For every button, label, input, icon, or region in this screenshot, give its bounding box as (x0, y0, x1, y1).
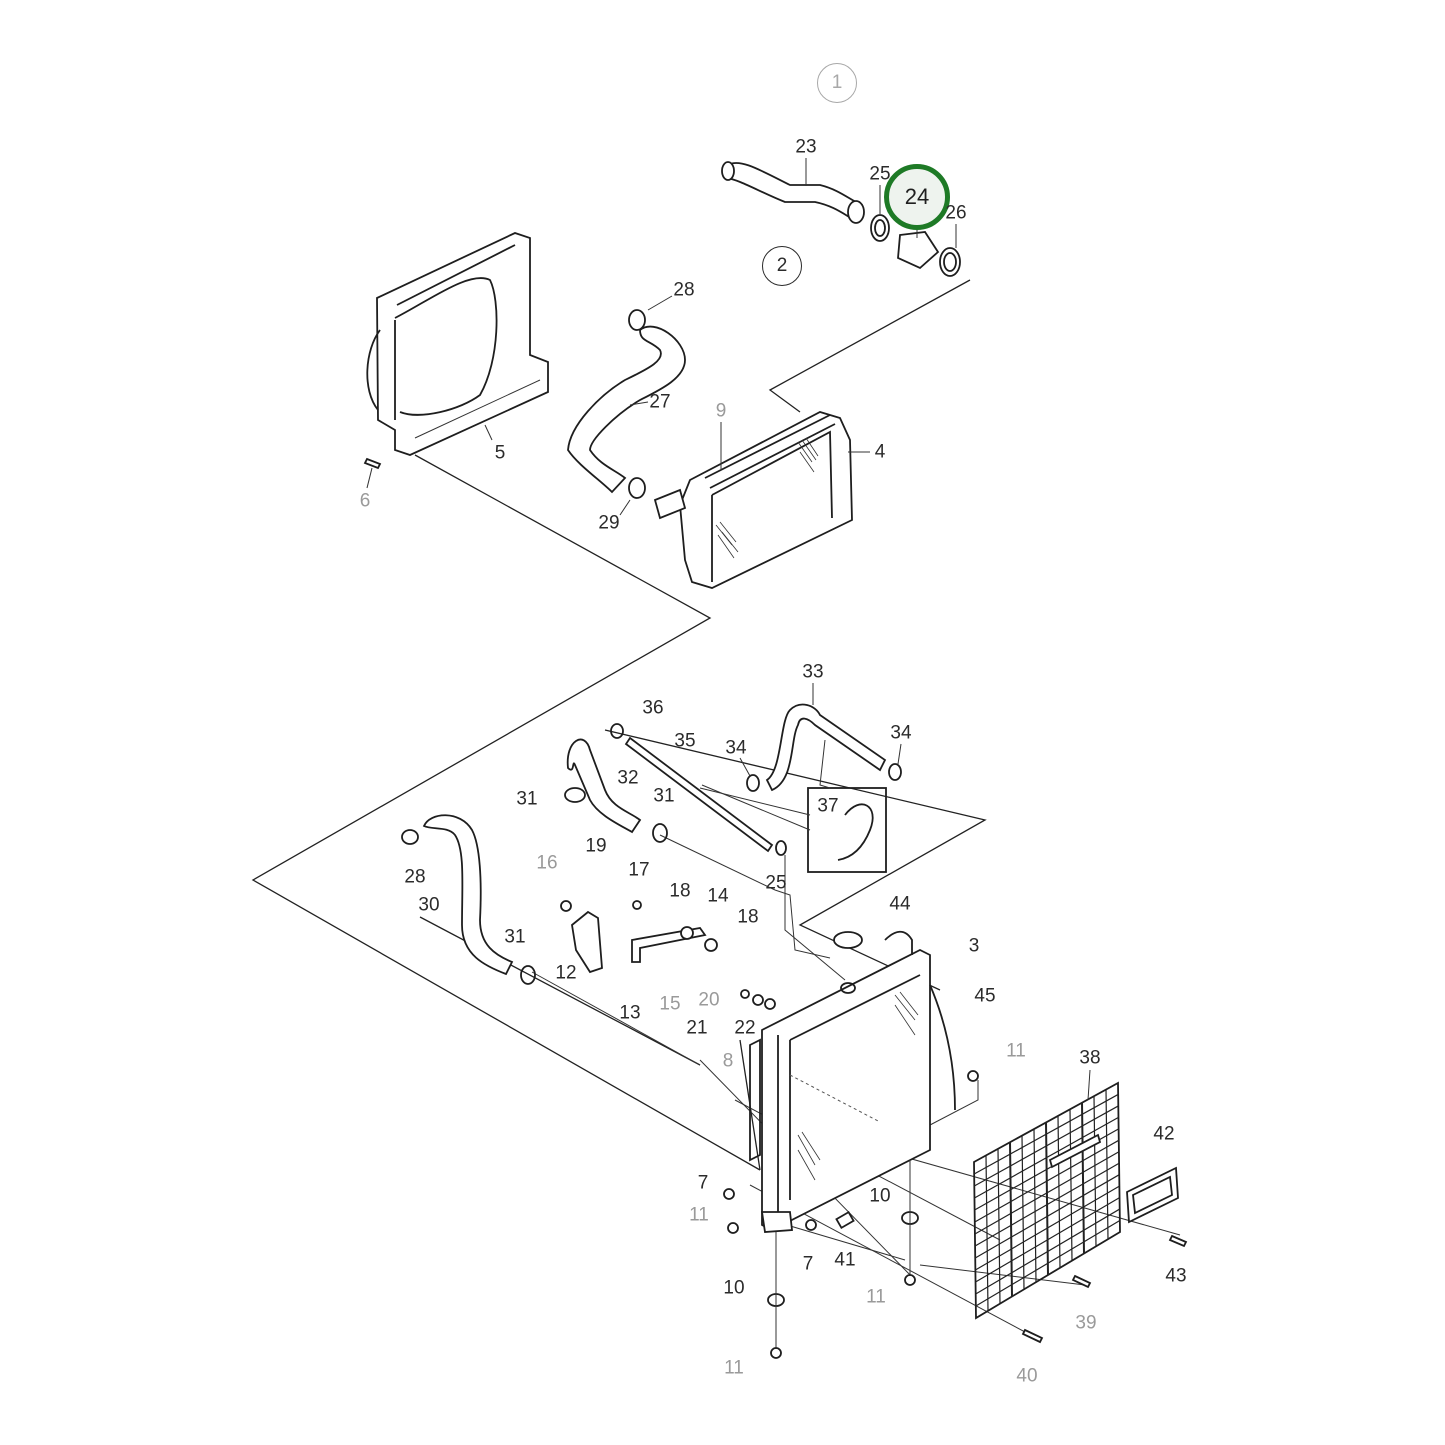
callout-label-31[interactable]: 31 (516, 788, 538, 810)
fan-shroud (363, 232, 549, 489)
callout-label-17[interactable]: 17 (628, 859, 650, 881)
callout-label-18[interactable]: 18 (737, 906, 759, 928)
reference-circle-2: 2 (762, 246, 802, 286)
callout-label-40[interactable]: 40 (1016, 1365, 1038, 1387)
callout-label-36[interactable]: 36 (642, 697, 664, 719)
callout-label-28[interactable]: 28 (404, 866, 426, 888)
callout-label-20[interactable]: 20 (698, 989, 720, 1011)
callout-label-11[interactable]: 11 (866, 1286, 886, 1308)
callout-label-45[interactable]: 45 (974, 985, 996, 1007)
callout-label-27[interactable]: 27 (649, 391, 671, 413)
callout-label-42[interactable]: 42 (1153, 1123, 1175, 1145)
callout-label-25[interactable]: 25 (869, 163, 891, 185)
callout-label-25[interactable]: 25 (765, 872, 787, 894)
radiator (723, 930, 979, 1359)
reference-circle-label: 2 (776, 255, 788, 276)
callout-label-33[interactable]: 33 (802, 661, 824, 683)
callout-label-31[interactable]: 31 (504, 926, 526, 948)
callout-label-12[interactable]: 12 (555, 962, 577, 984)
callout-label-4[interactable]: 4 (874, 441, 886, 463)
highlighted-callout-label: 24 (904, 184, 930, 209)
mid-hoses (564, 683, 902, 873)
name-plate (1021, 1166, 1188, 1344)
callout-label-26[interactable]: 26 (945, 202, 967, 224)
callout-label-22[interactable]: 22 (734, 1017, 756, 1039)
callout-label-44[interactable]: 44 (889, 893, 911, 915)
callout-label-13[interactable]: 13 (619, 1002, 641, 1024)
highlighted-callout-24[interactable]: 24 (884, 164, 950, 230)
callout-label-39[interactable]: 39 (1075, 1312, 1097, 1334)
callout-label-9[interactable]: 9 (715, 400, 727, 422)
callout-label-34[interactable]: 34 (725, 737, 747, 759)
callout-label-43[interactable]: 43 (1165, 1265, 1187, 1287)
callout-label-7[interactable]: 7 (802, 1253, 814, 1275)
callout-label-35[interactable]: 35 (674, 730, 696, 752)
callout-label-11[interactable]: 11 (689, 1204, 709, 1226)
callout-label-14[interactable]: 14 (707, 885, 729, 907)
callout-label-28[interactable]: 28 (673, 279, 695, 301)
callout-label-15[interactable]: 15 (659, 993, 681, 1015)
callout-label-37[interactable]: 37 (817, 795, 839, 817)
callout-label-32[interactable]: 32 (617, 767, 639, 789)
callout-label-23[interactable]: 23 (795, 136, 817, 158)
callout-label-16[interactable]: 16 (536, 852, 558, 874)
reference-circle-label: 1 (831, 72, 843, 93)
callout-label-19[interactable]: 19 (585, 835, 607, 857)
callout-label-21[interactable]: 21 (686, 1017, 708, 1039)
callout-label-41[interactable]: 41 (834, 1249, 856, 1271)
callout-label-10[interactable]: 10 (869, 1185, 891, 1207)
callout-label-6[interactable]: 6 (359, 490, 371, 512)
callout-label-8[interactable]: 8 (722, 1050, 734, 1072)
upper-hose-assembly (721, 158, 961, 277)
grille (973, 1069, 1121, 1320)
brackets (560, 900, 776, 1010)
callout-label-30[interactable]: 30 (418, 894, 440, 916)
hose-30 (401, 814, 536, 985)
callout-label-29[interactable]: 29 (598, 512, 620, 534)
callout-label-7[interactable]: 7 (697, 1172, 709, 1194)
callout-label-10[interactable]: 10 (723, 1277, 745, 1299)
callout-label-5[interactable]: 5 (494, 442, 506, 464)
callout-label-31[interactable]: 31 (653, 785, 675, 807)
callout-label-18[interactable]: 18 (669, 880, 691, 902)
intercooler (653, 411, 870, 589)
callout-label-3[interactable]: 3 (968, 935, 980, 957)
callout-label-38[interactable]: 38 (1079, 1047, 1101, 1069)
hose-27 (567, 295, 686, 516)
reference-circle-1: 1 (817, 63, 857, 103)
callout-label-34[interactable]: 34 (890, 722, 912, 744)
callout-label-11[interactable]: 11 (1006, 1040, 1026, 1062)
callout-label-11[interactable]: 11 (724, 1357, 744, 1379)
